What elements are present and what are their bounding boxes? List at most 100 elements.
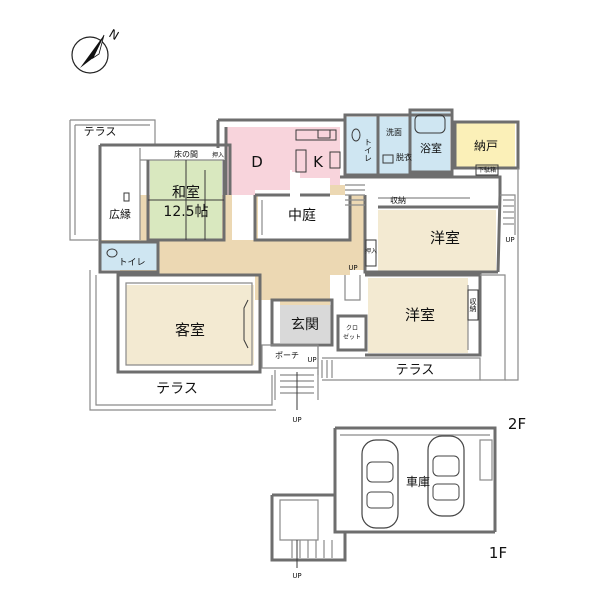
label-oshiire-small: 押入 bbox=[365, 247, 377, 255]
toilet-top-icon bbox=[351, 128, 361, 142]
garage-wall bbox=[333, 426, 497, 534]
label-nando: 納戸 bbox=[474, 139, 498, 153]
outer-east-terrace bbox=[505, 168, 519, 381]
label-storage-right: 収納 bbox=[469, 298, 477, 313]
label-washroom-1: 洗面 bbox=[386, 127, 402, 137]
kitchen-island bbox=[295, 149, 307, 173]
terrace-nw-outline bbox=[69, 119, 156, 241]
genkan-wall bbox=[270, 298, 334, 347]
label-up-porch: UP bbox=[307, 356, 316, 364]
porch-stairs bbox=[321, 360, 333, 378]
nando-area bbox=[455, 122, 515, 167]
label-courtyard: 中庭 bbox=[288, 207, 316, 224]
compass-circle bbox=[71, 36, 109, 74]
label-closet-2: ゼット bbox=[343, 333, 361, 341]
entrance-1f-inner bbox=[279, 499, 319, 541]
bath-wall bbox=[408, 108, 454, 174]
toilet-left-area bbox=[100, 242, 157, 270]
youshitsu-1-area bbox=[378, 210, 496, 272]
label-porch: ポーチ bbox=[275, 351, 299, 360]
label-closet-1: クロ bbox=[346, 325, 358, 332]
outer-east-stair bbox=[500, 194, 516, 235]
kyakushitsu-area bbox=[126, 285, 254, 365]
courtyard-area bbox=[258, 195, 350, 240]
hall-stairs bbox=[345, 184, 365, 206]
terrace-south-inner bbox=[89, 270, 276, 411]
toilet-left-icon bbox=[106, 248, 118, 258]
label-shoe-closet: 下駄箱 bbox=[478, 166, 496, 174]
label-up-hall: UP bbox=[348, 264, 357, 272]
terrace-east-outline bbox=[322, 357, 481, 381]
kitchen-counter bbox=[295, 129, 337, 141]
kitchen-fridge-icon bbox=[329, 151, 341, 169]
label-terrace-s: テラス bbox=[156, 381, 198, 397]
label-terrace-nw: テラス bbox=[84, 125, 117, 138]
label-bath: 浴室 bbox=[420, 141, 442, 155]
garage-side-box bbox=[479, 439, 493, 481]
dk-outer-wall bbox=[216, 118, 345, 195]
label-oshiire: 押入 bbox=[212, 151, 224, 159]
closet-wall bbox=[336, 314, 368, 352]
room-fills bbox=[100, 112, 515, 365]
entrance-1f-wall bbox=[270, 493, 347, 562]
oshiire-small-box bbox=[365, 239, 377, 267]
label-tokonoma: 床の間 bbox=[174, 149, 198, 159]
hiroen-area bbox=[100, 148, 140, 240]
outer-wall-north-east bbox=[340, 175, 502, 273]
floor-1f bbox=[270, 426, 497, 568]
label-genkan: 玄関 bbox=[291, 316, 319, 333]
label-up-garage: UP bbox=[292, 572, 301, 580]
pillar-icon bbox=[123, 192, 130, 202]
label-kitchen: K bbox=[313, 153, 324, 171]
label-floor-1f: 1F bbox=[489, 544, 507, 562]
youshitsu-2-wall bbox=[365, 273, 482, 357]
storage-right-box bbox=[467, 289, 479, 321]
terrace-south-outline bbox=[95, 275, 273, 406]
car-left-icon bbox=[361, 439, 399, 529]
label-garage: 車庫 bbox=[406, 475, 430, 489]
terrace-nw-inner bbox=[74, 124, 150, 235]
label-up-right: UP bbox=[505, 236, 514, 244]
toilet-top-area bbox=[345, 117, 378, 177]
label-storage-top: 収納 bbox=[390, 195, 406, 205]
compass-needle-icon bbox=[80, 35, 104, 68]
kyakushitsu-inner bbox=[125, 282, 253, 366]
stove-icon bbox=[317, 129, 331, 139]
compass-label: N bbox=[107, 26, 122, 43]
courtyard-wall bbox=[253, 193, 352, 242]
toilet-left-wall bbox=[98, 240, 160, 274]
kyakushitsu-wall bbox=[116, 273, 262, 374]
closet-area bbox=[340, 318, 364, 348]
label-hiroen: 広縁 bbox=[109, 207, 131, 221]
bath-block-wall bbox=[343, 113, 454, 177]
garage-stairs bbox=[291, 540, 333, 558]
bay-window bbox=[243, 299, 249, 349]
youshitsu-1-wall bbox=[363, 195, 498, 274]
sink-icon bbox=[382, 154, 394, 164]
car-right-icon bbox=[427, 435, 465, 517]
label-terrace-e: テラス bbox=[396, 363, 435, 378]
label-floor-2f: 2F bbox=[508, 415, 526, 433]
genkan-area bbox=[280, 305, 332, 343]
label-toilet-left: トイレ bbox=[118, 258, 145, 268]
compass-needle-tail-icon bbox=[92, 34, 105, 60]
label-washitsu: 和室 bbox=[172, 184, 200, 201]
label-washitsu-size: 12.5帖 bbox=[163, 204, 208, 220]
label-kyakushitsu: 客室 bbox=[175, 321, 205, 339]
compass: N bbox=[71, 26, 122, 74]
label-up-front: UP bbox=[292, 416, 301, 424]
youshitsu-2-area bbox=[368, 278, 468, 353]
bathtub-icon bbox=[414, 114, 446, 134]
label-washroom-2: 脱衣 bbox=[396, 152, 412, 162]
walls-2f bbox=[69, 108, 520, 411]
terrace-east-outer bbox=[480, 274, 506, 381]
shoe-closet-box bbox=[475, 164, 499, 176]
label-toilet-top: トイレ bbox=[364, 138, 373, 162]
label-youshitsu-1: 洋室 bbox=[430, 229, 460, 247]
hall-side-stair bbox=[344, 275, 361, 301]
label-dining: D bbox=[251, 153, 263, 171]
labels: テラス 床の間 押入 和室 12.5帖 広縁 D K トイレ 洗面 脱衣 浴室 … bbox=[84, 125, 526, 580]
label-youshitsu-2: 洋室 bbox=[405, 306, 435, 324]
washroom-area bbox=[378, 117, 410, 177]
